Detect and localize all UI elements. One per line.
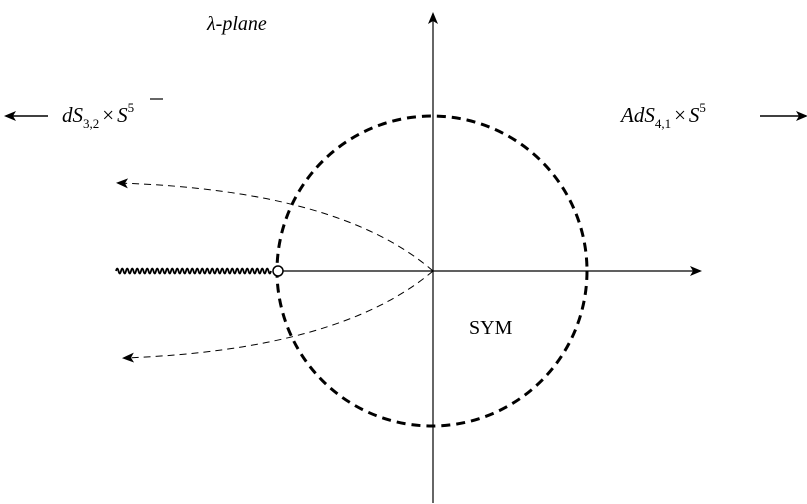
left-regime-label: dS3,2×S5	[62, 98, 163, 131]
right-regime-exponent: 5	[699, 100, 706, 115]
left-regime-exponent: 5	[128, 100, 135, 115]
right-regime-times: ×	[674, 103, 686, 127]
left-regime-base: dS	[62, 103, 84, 127]
branch-cut	[115, 267, 272, 275]
branch-point-circle	[272, 265, 284, 277]
center-label: SYM	[469, 317, 513, 339]
right-regime-subscript: 4,1	[655, 116, 671, 131]
left-regime-sphere: S	[117, 103, 128, 127]
right-regime-base: AdS	[619, 103, 655, 127]
svg-text:AdS4,1×S5: AdS4,1×S5	[619, 100, 706, 131]
plane-label: λ-plane	[206, 13, 267, 35]
svg-text:dS3,2×S5: dS3,2×S5	[62, 100, 134, 131]
left-regime-times: ×	[102, 103, 114, 127]
upper-trajectory-arrow	[116, 178, 434, 272]
right-regime-label: AdS4,1×S5	[619, 100, 706, 131]
left-regime-subscript: 3,2	[83, 116, 99, 131]
right-regime-sphere: S	[689, 103, 700, 127]
